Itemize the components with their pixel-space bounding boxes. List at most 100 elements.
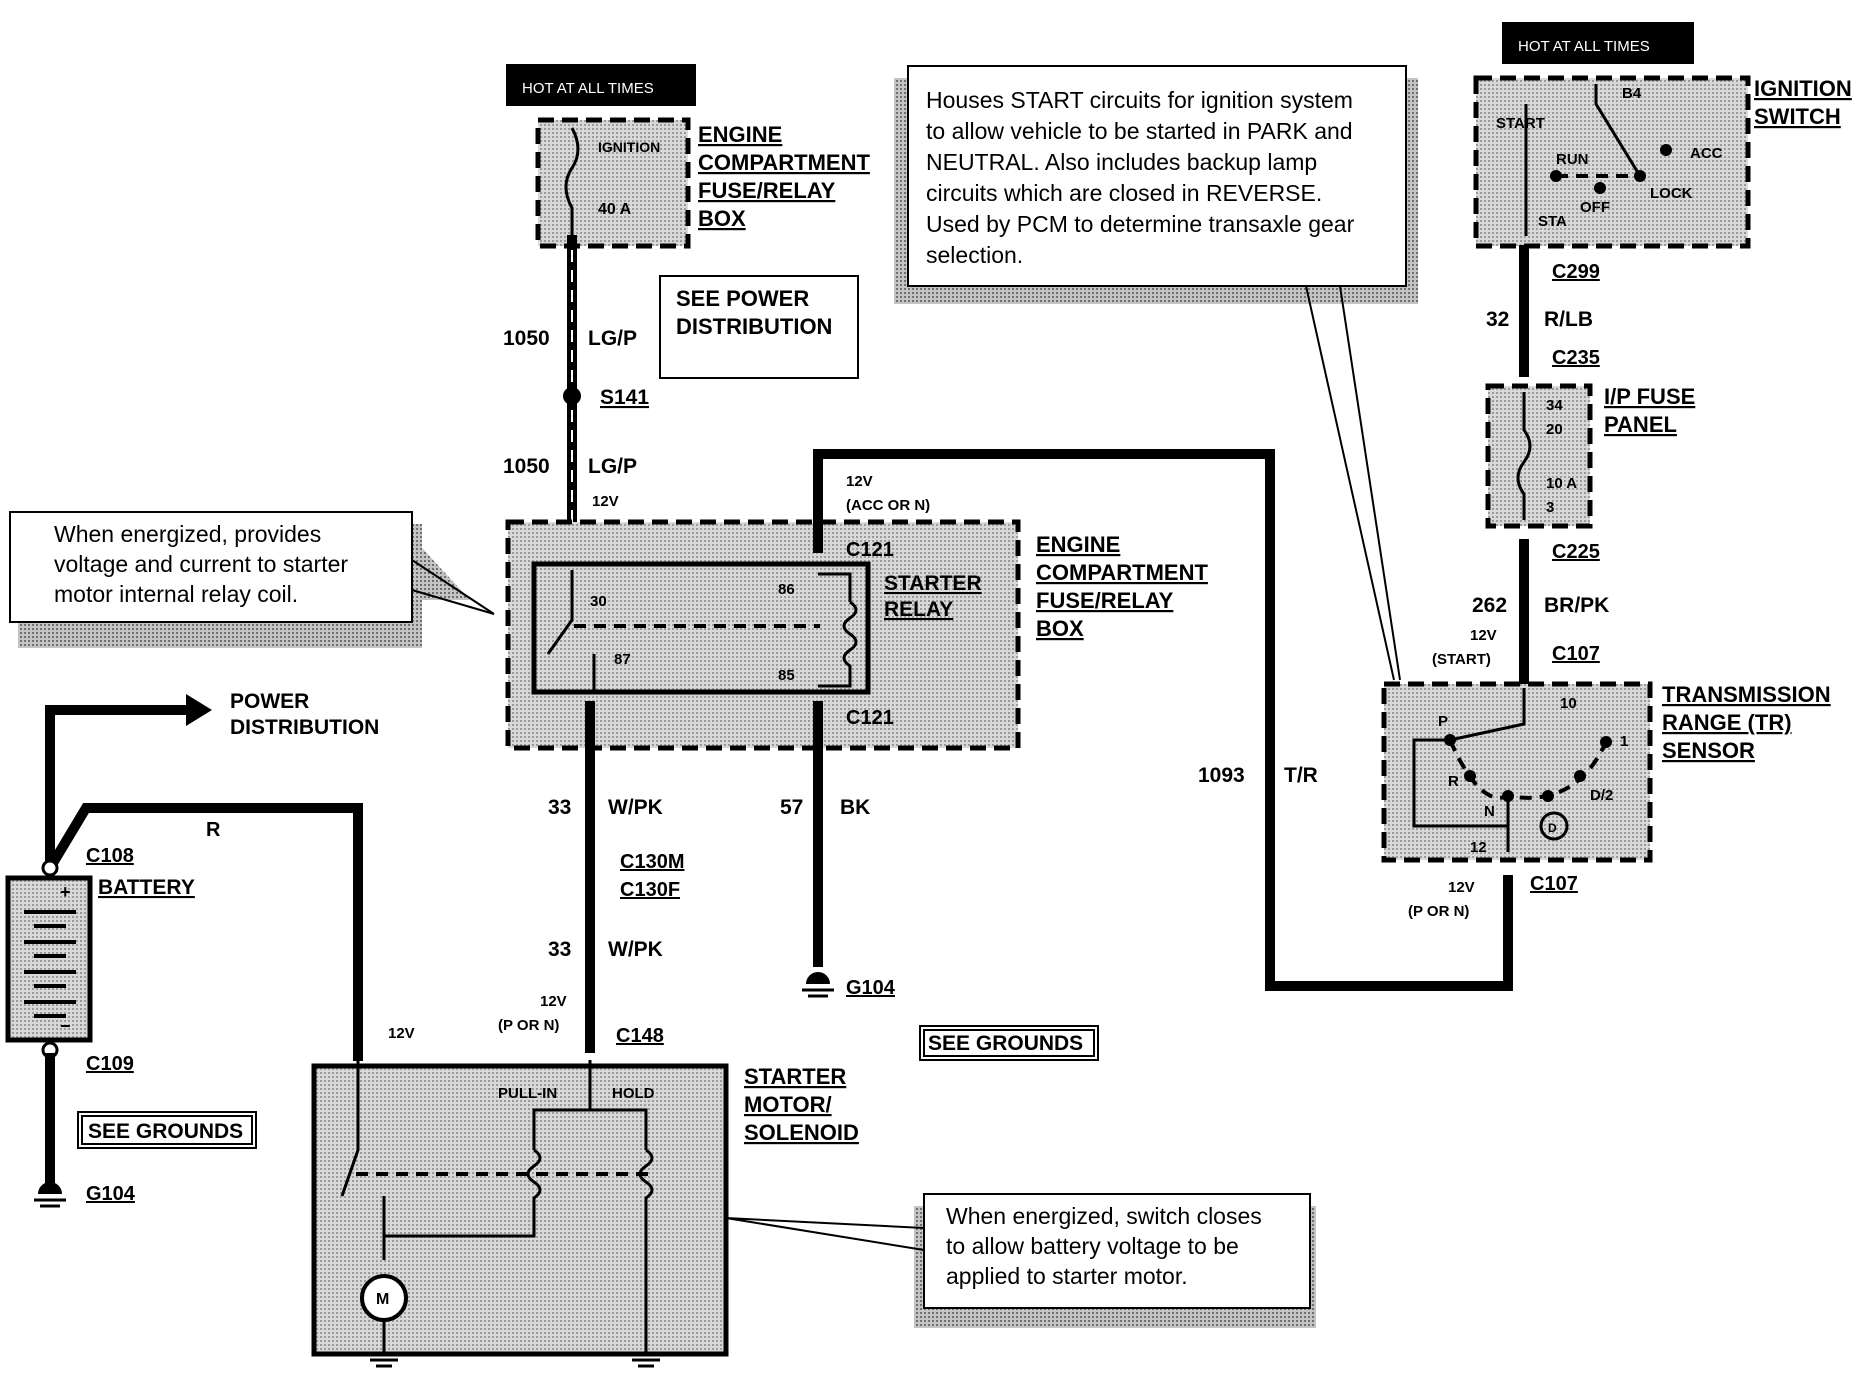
note-tr-0-text: Houses START circuits for ignition syste… — [926, 87, 1353, 113]
see-power-distribution-box: SEE POWER DISTRIBUTION — [659, 275, 859, 379]
splice-s141-dot — [563, 387, 581, 405]
note-tr-5-text: selection. — [926, 242, 1023, 268]
splice-s141-label: S141 — [600, 386, 649, 409]
voltage-acc-or-n-2: (ACC OR N) — [846, 497, 930, 514]
ip-fuse-panel-label-lines-0-text: I/P FUSE — [1604, 384, 1695, 409]
wire-33-color-b: W/PK — [608, 938, 663, 961]
power-distribution-arrow-icon — [186, 694, 212, 726]
voltage-p-or-n-c148-0-text: 12V — [540, 993, 567, 1010]
wire-r-battery-starter — [43, 803, 363, 1061]
starter-motor-motor-text: M — [376, 1291, 389, 1308]
wire-33-circuit-b: 33 — [548, 938, 571, 961]
tr-sensor: 10 P 1 R D/2 N D 12 TRANSMISSION RANGE (… — [1381, 681, 1831, 863]
connector-c225: C225 — [1552, 541, 1600, 563]
battery-label: BATTERY — [98, 876, 195, 899]
voltage-p-or-n-c107-0-text: 12V — [1448, 879, 1475, 896]
voltage-p-or-n-c148-1-text: (P OR N) — [498, 1017, 559, 1034]
note-relay: When energized, provides voltage and cur… — [9, 511, 495, 648]
wire-57-color: BK — [840, 796, 870, 819]
connector-c121-bottom: C121 — [846, 707, 894, 729]
wire-1050-color-a: LG/P — [588, 327, 637, 350]
wire-battery-power-distribution — [45, 705, 197, 873]
ignition-fuse-label: IGNITION — [598, 139, 660, 155]
tr-sensor-positions-2-text: 1 — [1620, 733, 1628, 750]
note-tr-sensor: Houses START circuits for ignition syste… — [894, 65, 1418, 681]
engine-fuse-box-top-label-2: COMPARTMENT — [698, 150, 870, 175]
tr-sensor-positions-5-text: N — [1484, 803, 1495, 820]
wire-262-color: BR/PK — [1544, 594, 1609, 617]
hold-winding-label: HOLD — [612, 1085, 655, 1102]
note-solenoid-0-text: When energized, switch closes — [946, 1203, 1262, 1229]
ignition-switch-positions-4-text: OFF — [1580, 199, 1610, 216]
connector-c130f: C130F — [620, 879, 680, 901]
ignition-switch-positions-6-text: STA — [1538, 213, 1567, 230]
voltage-12v-starter: 12V — [388, 1025, 415, 1042]
see-power-distribution-0-text: SEE POWER — [676, 286, 809, 311]
engine-fuse-box-mid-label-lines-3-text: BOX — [1036, 616, 1084, 641]
ip-fuse-panel-pins-2-text: 10 A — [1546, 475, 1577, 492]
engine-fuse-box-mid-label-lines-2-text: FUSE/RELAY — [1036, 588, 1174, 613]
starter-motor-label-lines-1-text: MOTOR/ — [744, 1092, 832, 1117]
starter-relay-label-2: RELAY — [884, 598, 953, 621]
starter-motor-label-lines-2-text: SOLENOID — [744, 1120, 859, 1145]
note-tr-3-text: circuits which are closed in REVERSE. — [926, 180, 1322, 206]
pull-in-winding-label: PULL-IN — [498, 1085, 557, 1102]
connector-c121-top: C121 — [846, 539, 894, 561]
tr-sensor-positions-4-text: D/2 — [1590, 787, 1613, 804]
wire-262-circuit: 262 — [1472, 594, 1507, 617]
power-distribution-label-2: DISTRIBUTION — [230, 716, 379, 739]
tr-sensor-positions-6-text: D — [1548, 821, 1557, 835]
tr-sensor-positions-1-text: P — [1438, 713, 1448, 730]
wire-1050-circuit-b: 1050 — [503, 455, 550, 478]
battery: + − BATTERY — [5, 859, 195, 1059]
see-grounds-mid-box: SEE GROUNDS — [919, 1025, 1099, 1061]
tr-sensor-positions-0-text: 10 — [1560, 695, 1577, 712]
connector-c108: C108 — [86, 845, 134, 867]
tr-sensor-label-lines-2-text: SENSOR — [1662, 738, 1755, 763]
ignition-switch-positions-1-text: START — [1496, 115, 1545, 132]
relay-pin-86: 86 — [778, 581, 795, 598]
tr-sensor-label-lines-0-text: TRANSMISSION — [1662, 682, 1831, 707]
ignition-switch: B4 START RUN ACC OFF LOCK STA IGNITION S… — [1473, 75, 1852, 249]
starter-relay-label-1: STARTER — [884, 572, 982, 595]
power-distribution-label-1: POWER — [230, 690, 309, 713]
connector-c109: C109 — [86, 1053, 134, 1075]
tr-sensor-positions-3-text: R — [1448, 773, 1459, 790]
ip-fuse-panel-pins-1-text: 20 — [1546, 421, 1563, 438]
ip-fuse-panel-label-lines-1-text: PANEL — [1604, 412, 1677, 437]
wire-32-color: R/LB — [1544, 308, 1593, 331]
ignition-switch-positions-0-text: B4 — [1622, 85, 1642, 102]
starter-ground-icons — [370, 1358, 660, 1368]
see-power-distribution-1-text: DISTRIBUTION — [676, 314, 832, 339]
ignition-switch-label-lines-0-text: IGNITION — [1754, 76, 1852, 101]
note-solenoid-1-text: to allow battery voltage to be — [946, 1233, 1239, 1259]
wire-r-label: R — [206, 819, 221, 841]
note-solenoid: When energized, switch closes to allow b… — [725, 1193, 1316, 1328]
wire-1093-color: T/R — [1284, 764, 1318, 787]
engine-fuse-box-top-label-1: ENGINE — [698, 122, 782, 147]
engine-fuse-box-mid-label-lines-1-text: COMPARTMENT — [1036, 560, 1208, 585]
relay-pin-85: 85 — [778, 667, 795, 684]
connector-c299: C299 — [1552, 261, 1600, 283]
ignition-switch-positions-2-text: RUN — [1556, 151, 1589, 168]
wire-33-color-a: W/PK — [608, 796, 663, 819]
wire-1093-circuit: 1093 — [1198, 764, 1245, 787]
ip-fuse-panel-pins-3-text: 3 — [1546, 499, 1554, 516]
note-tr-4-text: Used by PCM to determine transaxle gear — [926, 211, 1355, 237]
wire-1093 — [813, 449, 1513, 991]
relay-pin-87: 87 — [614, 651, 631, 668]
voltage-start-1-text: (START) — [1432, 651, 1491, 668]
note-solenoid-2-text: applied to starter motor. — [946, 1263, 1188, 1289]
relay-pin-30: 30 — [590, 593, 607, 610]
connector-c148: C148 — [616, 1025, 664, 1047]
wire-1050-color-b: LG/P — [588, 455, 637, 478]
battery-plus-sign: + — [60, 882, 71, 902]
hot-at-all-times-right-text: HOT AT ALL TIMES — [1518, 38, 1650, 55]
connector-c235: C235 — [1552, 347, 1600, 369]
hot-at-all-times-right-banner: HOT AT ALL TIMES — [1502, 22, 1694, 64]
voltage-acc-or-n-1: 12V — [846, 473, 873, 490]
note-tr-2-text: NEUTRAL. Also includes backup lamp — [926, 149, 1317, 175]
engine-fuse-box-top-label-3: FUSE/RELAY — [698, 178, 836, 203]
ground-left-label: G104 — [86, 1183, 136, 1205]
connector-c107-bottom: C107 — [1530, 873, 1578, 895]
